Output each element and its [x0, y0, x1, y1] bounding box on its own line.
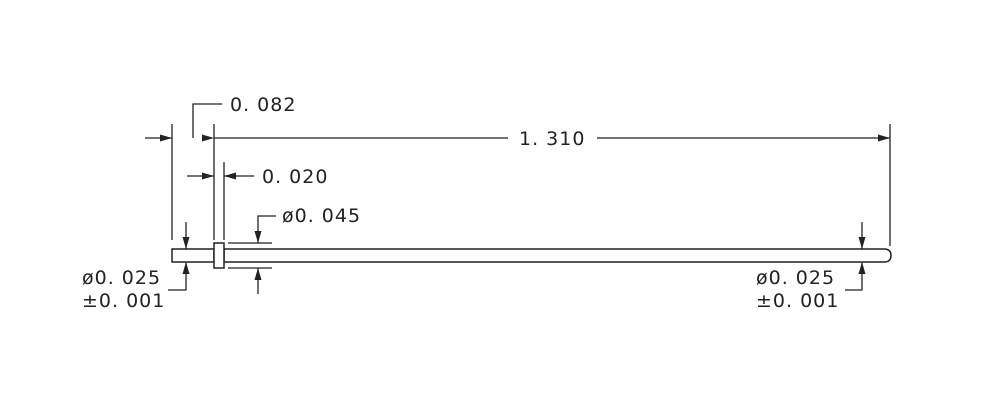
arrow-up — [254, 268, 262, 280]
left-diameter-dimension: ø0. 025 ±0. 001 — [82, 222, 190, 312]
right-diameter-label: ø0. 025 — [756, 267, 835, 289]
arrow-up — [858, 262, 866, 274]
right-diameter-dimension: ø0. 025 ±0. 001 — [756, 222, 866, 312]
arrow-right — [160, 134, 172, 142]
left-diameter-label: ø0. 025 — [82, 267, 161, 289]
pin-left-shaft — [171, 248, 215, 263]
arrow-down — [858, 237, 866, 249]
collar-position-label: 0. 082 — [230, 94, 296, 116]
arrow-right — [202, 134, 214, 142]
arrow-up — [182, 262, 190, 274]
pin-collar — [213, 242, 225, 269]
collar-width-label: 0. 020 — [262, 166, 328, 188]
arrow-down — [182, 237, 190, 249]
collar-diameter-dimension: ø0. 045 — [228, 205, 361, 294]
arrow-right — [878, 134, 890, 142]
collar-diameter-label: ø0. 045 — [282, 205, 361, 227]
left-tolerance-label: ±0. 001 — [82, 290, 165, 312]
arrow-left — [224, 172, 236, 180]
right-tolerance-label: ±0. 001 — [756, 290, 839, 312]
arrow-right — [202, 172, 214, 180]
arrow-down — [254, 231, 262, 243]
collar-position-dimension: 0. 082 — [192, 94, 296, 240]
overall-length-label: 1. 310 — [519, 128, 585, 150]
overall-length-dimension: 1. 310 — [145, 124, 891, 246]
collar-width-dimension: 0. 020 — [187, 162, 328, 240]
pin-main-shaft — [223, 248, 892, 263]
pin-body — [171, 242, 892, 269]
